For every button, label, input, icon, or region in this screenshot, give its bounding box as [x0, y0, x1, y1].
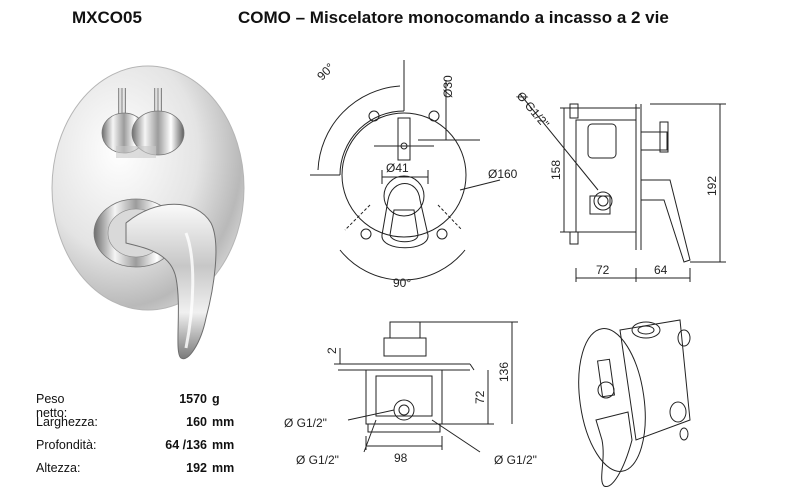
side-height-box-label: 158 [549, 160, 563, 180]
diam-lever-label: Ø41 [386, 161, 409, 175]
spec-value: 160 [186, 415, 207, 429]
top-height-box-label: 72 [473, 390, 487, 404]
top-thread-left-label: Ø G1/2" [284, 416, 327, 430]
spec-label: Altezza: [36, 461, 81, 475]
product-code: MXCO05 [72, 8, 142, 27]
side-depth-handle-label: 64 [654, 263, 668, 277]
product-title: COMO – Miscelatore monocomando a incasso… [238, 8, 669, 27]
spec-unit: mm [212, 415, 235, 429]
spec-value: 1570 [179, 392, 207, 406]
side-height-total-label: 192 [705, 176, 719, 196]
side-depth-box-label: 72 [596, 263, 610, 277]
diam-knob-label: Ø30 [441, 75, 455, 98]
spec-value: 64 /136 [165, 438, 207, 452]
side-view-drawing [519, 93, 726, 282]
angle-top-label: 90° [314, 60, 337, 83]
spec-label: Profondità: [36, 438, 97, 452]
top-height-total-label: 136 [497, 362, 511, 382]
product-photo [51, 65, 245, 360]
top-width-box-label: 98 [394, 451, 408, 465]
spec-label: Peso netto: [36, 392, 68, 420]
top-thread-bottom-right-label: Ø G1/2" [494, 453, 537, 467]
spec-unit: mm [212, 461, 235, 475]
spec-value: 192 [186, 461, 207, 475]
front-view-drawing [310, 60, 501, 281]
angle-bottom-label: 90° [393, 276, 411, 290]
top-thread-bottom-left-label: Ø G1/2" [296, 453, 339, 467]
top-plate-thick-label: 2 [325, 347, 339, 354]
side-thread-label: Ø G1/2" [514, 89, 552, 131]
top-view-drawing [334, 321, 518, 453]
spec-label: Larghezza: [36, 415, 98, 429]
diam-plate-label: Ø160 [488, 167, 518, 181]
isometric-drawing [578, 319, 691, 487]
spec-unit: mm [212, 438, 235, 452]
spec-unit: g [212, 392, 220, 406]
